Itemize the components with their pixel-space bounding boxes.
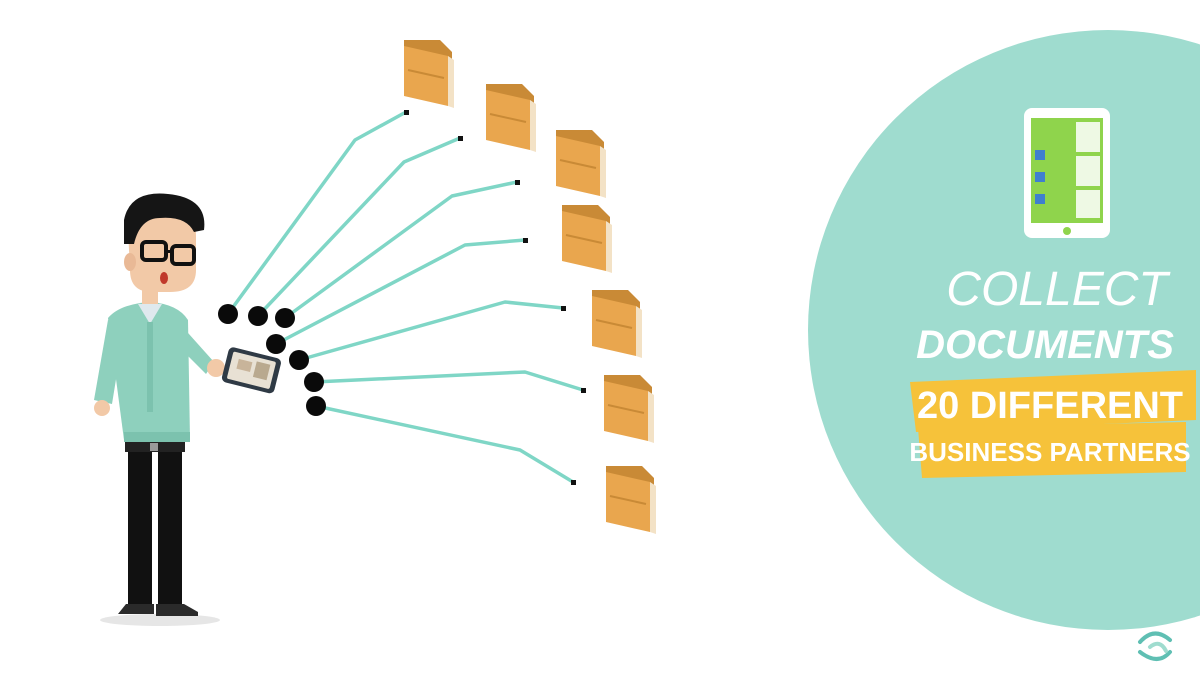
tablet-screen-column <box>1035 172 1045 182</box>
folder-icon <box>562 205 612 273</box>
connector-endpoint <box>458 136 463 141</box>
connector-endpoint <box>515 180 520 185</box>
headline-line-business-partners: BUSINESS PARTNERS <box>909 437 1190 467</box>
right-hand <box>207 359 225 377</box>
left-hand <box>94 400 110 416</box>
folder-icon <box>606 466 656 534</box>
signal-dot <box>248 306 268 326</box>
connector-line <box>256 136 462 318</box>
signal-dot <box>289 350 309 370</box>
folder-icon <box>604 375 654 443</box>
tablet-home-button <box>1063 227 1071 235</box>
hair <box>124 193 205 244</box>
glasses-right-lens <box>170 244 196 266</box>
connector-endpoint <box>581 388 586 393</box>
signal-dot <box>218 304 238 324</box>
connector-line <box>274 238 527 346</box>
headline-line-documents: DOCUMENTS <box>916 323 1174 367</box>
connector-endpoints <box>404 110 586 485</box>
tablet-panel <box>1076 122 1100 152</box>
right-shoe <box>156 604 198 616</box>
shirt-collar <box>138 304 162 324</box>
tablet-panel <box>1076 156 1100 186</box>
signal-dot <box>275 308 295 328</box>
tablet-panel <box>1076 190 1100 218</box>
connector-line <box>226 110 408 316</box>
folder-icon <box>592 290 642 358</box>
signal-dot <box>266 334 286 354</box>
connector-endpoint <box>561 306 566 311</box>
right-arm <box>176 324 214 374</box>
tablet-screen-column <box>1035 194 1045 204</box>
tablet-icon <box>1024 108 1110 238</box>
right-leg <box>158 448 182 608</box>
connector-endpoint <box>523 238 528 243</box>
headline-banner-business-partners <box>918 422 1186 478</box>
folder-icons <box>404 40 656 534</box>
signal-dot <box>304 372 324 392</box>
tablet-screen-column <box>1035 150 1045 160</box>
connector-line <box>297 300 565 362</box>
left-shoe <box>118 604 154 614</box>
headline-banner-20-different <box>910 370 1196 432</box>
connector-endpoint <box>404 110 409 115</box>
glasses-bridge <box>166 250 173 253</box>
connector-endpoint <box>571 480 576 485</box>
headline-line-collect: COLLECT <box>946 263 1171 316</box>
ground-shadow <box>100 614 220 626</box>
ear <box>124 253 136 271</box>
tie <box>147 322 153 412</box>
folder-icon <box>486 84 536 152</box>
connector-lines <box>226 110 585 484</box>
signal-dots <box>218 304 326 416</box>
headline-line-20-different: 20 DIFFERENT <box>917 385 1183 427</box>
left-arm <box>94 320 124 404</box>
sweater-hem <box>124 432 190 442</box>
person-with-tablet <box>94 193 281 626</box>
left-leg <box>128 448 152 608</box>
connector-line <box>314 404 575 484</box>
belt-buckle <box>150 443 158 451</box>
mouth <box>160 272 168 284</box>
folder-icon <box>556 130 606 198</box>
tablet-icon <box>221 347 281 394</box>
signal-dot <box>306 396 326 416</box>
connector-line <box>312 370 585 392</box>
loop-logo-icon <box>1138 631 1172 661</box>
connector-line <box>283 180 519 320</box>
folder-icon <box>404 40 454 108</box>
